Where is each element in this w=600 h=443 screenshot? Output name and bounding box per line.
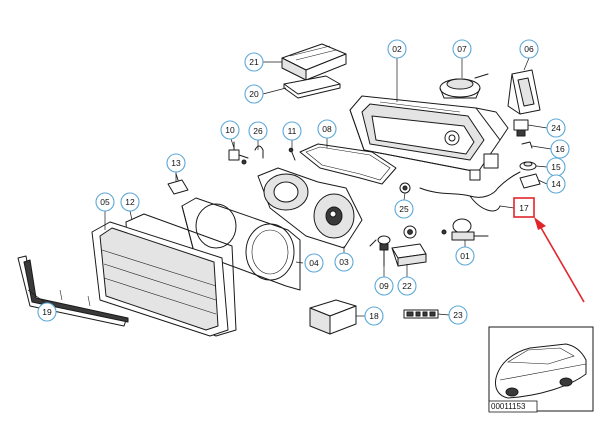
callout-label: 19: [42, 307, 52, 317]
callout-label: 25: [399, 204, 409, 214]
part-26-clip: [254, 145, 264, 159]
callout-01[interactable]: 01: [455, 246, 475, 266]
part-25-bulb: [399, 182, 411, 194]
part-06-bracket: [507, 69, 541, 115]
part-02-housing: [349, 95, 509, 181]
callout-19[interactable]: 19: [37, 302, 57, 322]
callout-label: 08: [322, 124, 332, 134]
callout-label: 15: [551, 162, 561, 172]
callout-label: 18: [369, 311, 379, 321]
callout-16[interactable]: 16: [550, 139, 570, 159]
callout-22[interactable]: 22: [397, 276, 417, 296]
callout-label: 16: [555, 144, 565, 154]
highlight-box: [513, 197, 535, 218]
callout-02[interactable]: 02: [387, 39, 407, 59]
callout-15[interactable]: 15: [546, 157, 566, 177]
callout-24[interactable]: 24: [546, 118, 566, 138]
callout-08[interactable]: 08: [317, 119, 337, 139]
callout-04[interactable]: 04: [304, 253, 324, 273]
callout-05[interactable]: 05: [95, 192, 115, 212]
callout-label: 23: [453, 310, 463, 320]
part-18-box: [309, 299, 357, 335]
callout-label: 04: [309, 258, 319, 268]
callout-label: 14: [551, 179, 561, 189]
part-08-gasket-inner: [305, 146, 391, 181]
callout-25[interactable]: 25: [394, 199, 414, 219]
callout-label: 06: [524, 44, 534, 54]
callout-label: 21: [249, 57, 259, 67]
part-05-lens: [91, 221, 229, 337]
callout-label: 03: [339, 257, 349, 267]
part-01-leveling-motor: [441, 218, 489, 241]
part-22-ballast: [391, 225, 427, 267]
callout-label: 22: [402, 281, 412, 291]
callout-12[interactable]: 12: [120, 192, 140, 212]
callout-20[interactable]: 20: [244, 84, 264, 104]
callout-14[interactable]: 14: [546, 174, 566, 194]
callout-11[interactable]: 11: [282, 121, 302, 141]
callout-label: 24: [551, 123, 561, 133]
callout-label: 20: [249, 89, 259, 99]
callout-26[interactable]: 26: [248, 121, 268, 141]
part-14-bracket: [519, 173, 541, 189]
callout-03[interactable]: 03: [334, 252, 354, 272]
part-10-adjuster: [228, 141, 249, 165]
callout-label: 12: [125, 197, 135, 207]
callout-label: 26: [253, 126, 263, 136]
leader-lines: [27, 57, 552, 317]
callout-13[interactable]: 13: [166, 153, 186, 173]
callout-09[interactable]: 09: [374, 276, 394, 296]
part-20-bracket: [283, 75, 341, 99]
callout-06[interactable]: 06: [519, 39, 539, 59]
callout-label: 13: [171, 158, 181, 168]
callout-07[interactable]: 07: [452, 39, 472, 59]
vehicle-inset: 00011153: [488, 326, 594, 413]
reference-code: 00011153: [491, 402, 526, 411]
callout-label: 01: [460, 251, 470, 261]
callout-21[interactable]: 21: [244, 52, 264, 72]
part-23-label-strip: [403, 309, 439, 319]
callout-23[interactable]: 23: [448, 305, 468, 325]
callout-label: 11: [288, 126, 297, 136]
part-16-wire-clip: [521, 141, 533, 149]
part-wiring-harness: [419, 171, 521, 212]
highlight-arrow: [534, 217, 585, 303]
callout-17[interactable]: 17: [513, 197, 535, 218]
callout-label: 05: [100, 197, 110, 207]
part-09-bulb: [369, 235, 391, 267]
callout-label: 07: [457, 44, 467, 54]
part-15-socket: [519, 161, 537, 171]
callout-18[interactable]: 18: [364, 306, 384, 326]
part-13-clip: [167, 173, 189, 195]
callout-label: 02: [392, 44, 402, 54]
part-21-control-module: [281, 43, 347, 81]
part-24-connector: [513, 119, 529, 137]
callout-10[interactable]: 10: [220, 120, 240, 140]
callout-label: 10: [225, 125, 235, 135]
part-03-reflector: [257, 167, 363, 249]
part-07-cover: [439, 73, 489, 99]
callout-label: 17: [519, 203, 529, 213]
callout-label: 09: [379, 281, 389, 291]
